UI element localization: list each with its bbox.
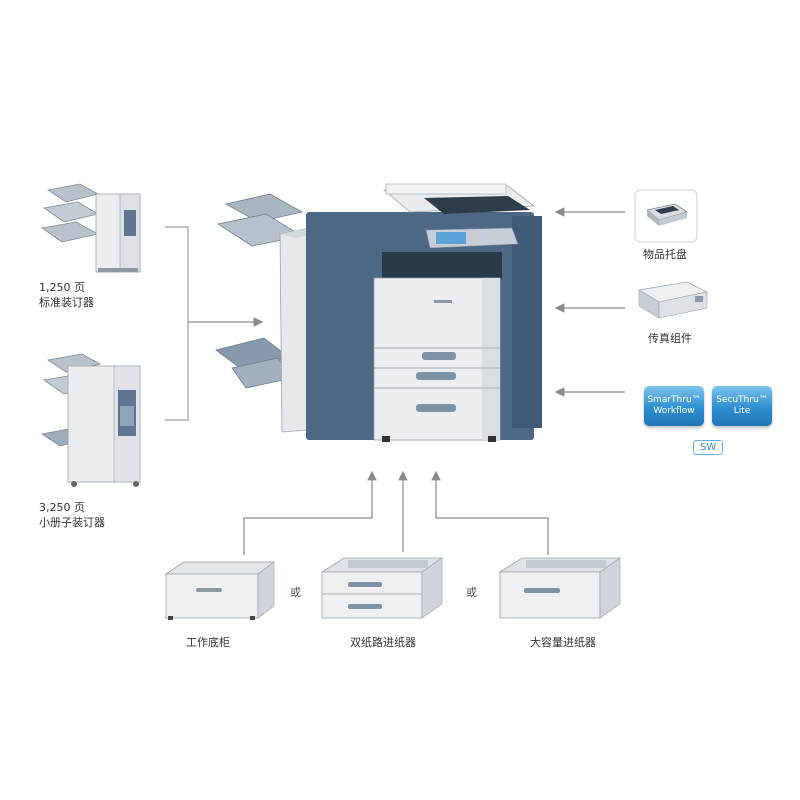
dual-feeder-label: 双纸路进纸器 — [350, 636, 416, 649]
smarthru-workflow-button: SmarThru™ Workflow — [644, 386, 704, 426]
cabinet-label: 工作底柜 — [186, 636, 230, 649]
secuthru-line1: SecuThru™ — [716, 395, 768, 405]
accessory-tray-label: 物品托盘 — [643, 248, 687, 261]
left-bracket — [165, 226, 189, 421]
or-separator-2: 或 — [466, 586, 477, 599]
main-printer-image — [215, 183, 542, 442]
or-separator-1: 或 — [290, 586, 301, 599]
booklet-finisher-label: 小册子装订器 — [39, 516, 105, 529]
standard-finisher-label: 标准装订器 — [39, 296, 94, 309]
hcf-connector — [431, 470, 549, 555]
standard-finisher-capacity: 1,250 页 — [39, 281, 85, 294]
standard-finisher-image — [40, 183, 141, 273]
hcf-label: 大容量进纸器 — [530, 636, 596, 649]
secuthru-lite-button: SecuThru™ Lite — [712, 386, 772, 426]
booklet-finisher-image — [40, 353, 141, 487]
software-tag: SW — [693, 440, 724, 455]
cabinet-connector — [243, 470, 377, 555]
fax-kit-image — [637, 281, 709, 319]
smarthru-line1: SmarThru™ — [647, 395, 701, 405]
booklet-finisher-capacity: 3,250 页 — [39, 501, 85, 514]
secuthru-line2: Lite — [733, 406, 751, 416]
accessory-tray-image — [634, 189, 698, 243]
dual-feeder-image — [320, 557, 444, 619]
fax-kit-label: 传真组件 — [648, 332, 692, 345]
cabinet-image — [164, 561, 276, 620]
hcf-image — [498, 557, 622, 619]
smarthru-line2: Workflow — [653, 406, 695, 416]
